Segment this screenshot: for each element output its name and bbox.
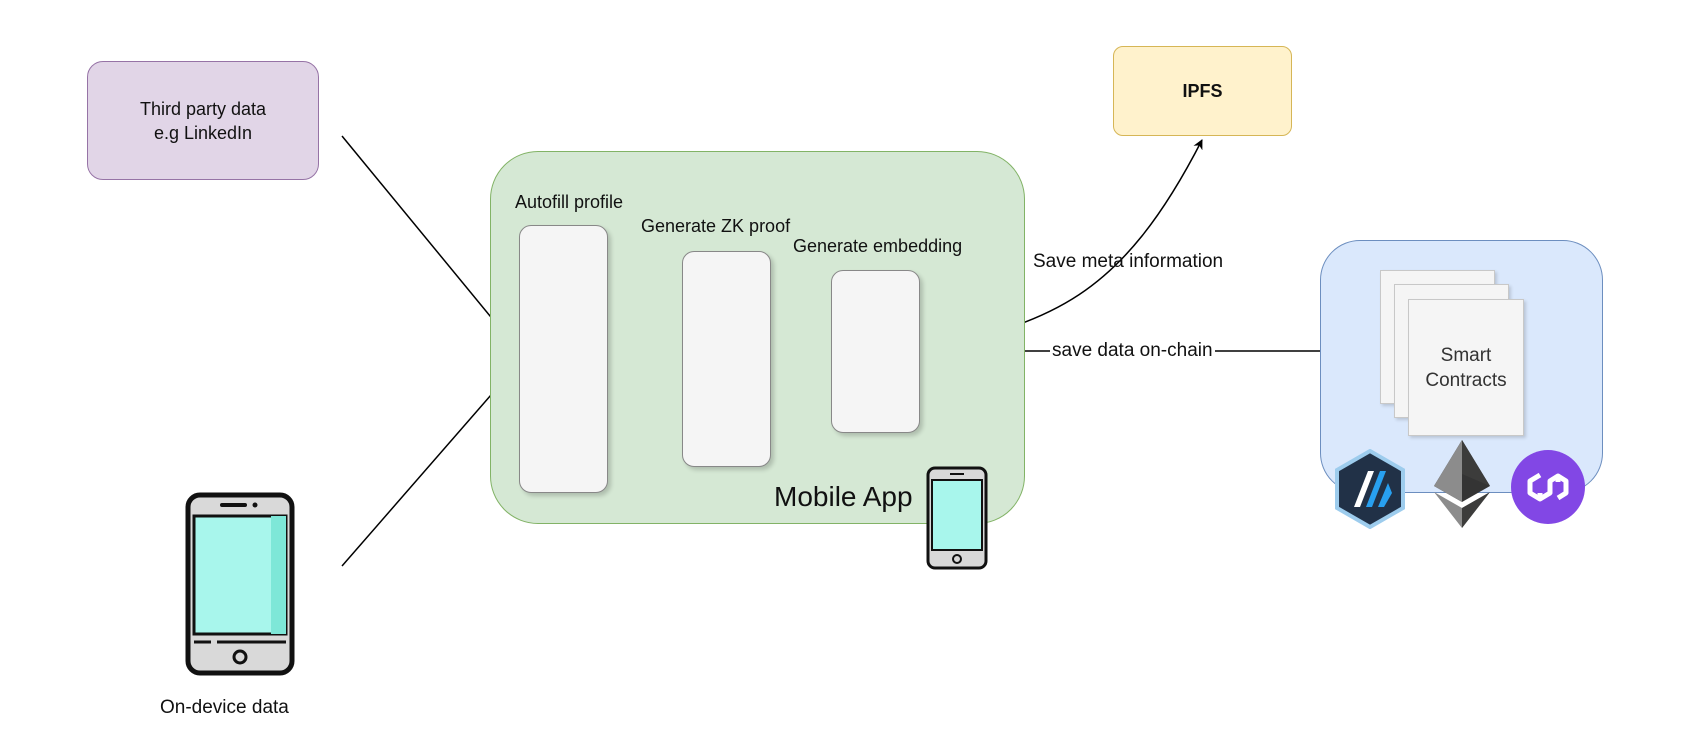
ipfs-label: IPFS [1182, 80, 1223, 101]
phone-icon [926, 466, 988, 570]
ipfs-node: IPFS [1113, 46, 1292, 136]
third-party-label: Third party data e.g LinkedIn [139, 98, 267, 143]
embedding-step [831, 270, 920, 433]
zk-proof-step [682, 251, 771, 467]
mobile-app-label: Mobile App [774, 481, 913, 512]
polygon-icon [1511, 450, 1585, 524]
embedding-label: Generate embedding [793, 236, 963, 256]
save-onchain-label: save data on-chain [1050, 340, 1215, 362]
smart-contracts-label: Smart Contracts [1425, 344, 1507, 391]
edge-ondevice-autofill [341, 363, 519, 567]
on-device-phone-icon [185, 492, 295, 676]
on-device-label: On-device data [160, 697, 289, 718]
save-meta-label: Save meta information [1033, 251, 1224, 272]
smart-contract-doc-front: Smart Contracts [1408, 299, 1524, 436]
arbitrum-icon [1335, 449, 1405, 529]
edge-thirdparty-autofill [341, 135, 519, 351]
ethereum-icon [1434, 440, 1490, 528]
autofill-step [519, 225, 608, 493]
zk-proof-label: Generate ZK proof [641, 216, 791, 236]
autofill-label: Autofill profile [515, 192, 624, 212]
third-party-node: Third party data e.g LinkedIn [87, 61, 319, 180]
